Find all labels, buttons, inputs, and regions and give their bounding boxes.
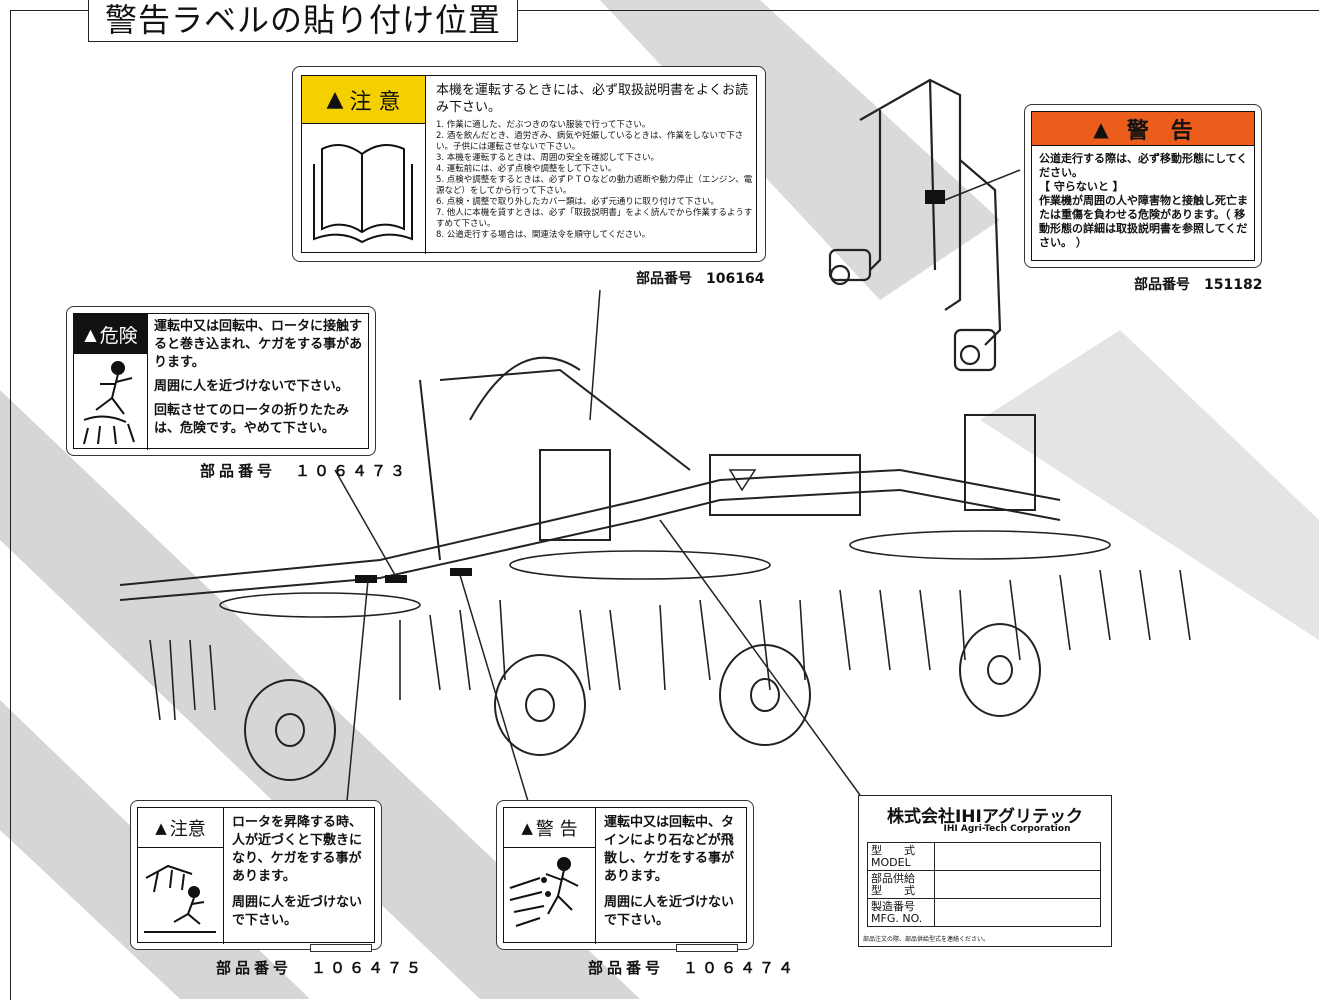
- nameplate-footer: 部品注文の際、部品供給型式を連絡ください。: [863, 936, 990, 943]
- danger-signal-word: 危険: [99, 324, 138, 347]
- nameplate-value-cell: [934, 898, 1101, 927]
- rotor-arms: [149, 530, 1191, 721]
- warning-triangle-icon: ▲: [326, 87, 344, 112]
- warning-text: 公道走行する際は、必ず移動形態にしてください。 【 守らないと 】 作業機が周囲…: [1039, 152, 1251, 250]
- warning-tine-text: 運転中又は回転中、タインにより石などが飛散し、ケガをする事があります。 周囲に人…: [604, 814, 744, 930]
- nameplate-company-en: IHI Agri-Tech Corporation: [943, 824, 1071, 834]
- flying-debris-icon: [509, 857, 579, 927]
- part-number-106474: 部品番号 １０６４７４: [588, 959, 798, 977]
- caution-lift-header: ▲ 注意: [138, 808, 224, 848]
- caution-item: 1. 作業に適した、だぶつきのない服装で行って下さい。: [436, 120, 651, 130]
- warning-triangle-icon: ▲: [155, 818, 167, 837]
- caution-manual-label: ▲ 注 意 本機を運転するときには、必ず取扱説明書をよくお読み下さい。 1. 作…: [292, 66, 766, 262]
- label-bottom-bar: [676, 944, 738, 952]
- caution-heading: 本機を運転するときには、必ず取扱説明書をよくお読み下さい。: [436, 83, 749, 115]
- warning-triangle-icon: ▲: [84, 324, 97, 344]
- open-book-icon: [313, 144, 413, 244]
- danger-para-2: 周囲に人を近づけないで下さい。: [154, 379, 349, 394]
- nameplate-row-label: 製造番号 MFG. NO.: [867, 898, 935, 927]
- warning-triangle-icon: ▲: [521, 818, 533, 837]
- warning-line: 公道走行する際は、必ず移動形態にしてください。: [1039, 152, 1248, 179]
- warning-tine-para-1: 運転中又は回転中、タインにより石などが飛散し、ケガをする事があります。: [604, 815, 735, 884]
- caution-item: 5. 点検や調整をするときは、必ずＰＴＯなどの動力遮断や動力停止（エンジン、電源…: [436, 175, 753, 196]
- page-frame: [10, 10, 1319, 1000]
- part-number-106475: 部品番号 １０６４７５: [216, 959, 426, 977]
- table-row: 部品供給 型 式: [867, 870, 1101, 899]
- part-number-151182: 部品番号 151182: [1134, 277, 1263, 293]
- warning-tine-para-2: 周囲に人を近づけないで下さい。: [604, 895, 735, 928]
- main-beam: [119, 356, 1061, 601]
- page-title: 警告ラベルの貼り付け位置: [88, 0, 519, 42]
- pointer-lines: [334, 169, 1021, 823]
- caution-header: ▲ 注 意: [302, 76, 426, 124]
- caution-item: 2. 酒を飲んだとき、過労ぎみ、病気や妊娠しているときは、作業をしないで下さい。…: [436, 131, 744, 152]
- warning-tine-signal-word: 警 告: [535, 818, 578, 840]
- danger-text: 運転中又は回転中、ロータに接触すると巻き込まれ、ケガをする事があります。 周囲に…: [154, 318, 366, 438]
- caution-item: 3. 本機を運転するときは、周囲の安全を確認して下さい。: [436, 153, 660, 163]
- label-bottom-bar: [310, 944, 372, 952]
- warning-tine-label: ▲ 警 告 運転中又は回転中、タインにより石などが飛散し、ケガをする事があります…: [496, 800, 754, 950]
- nameplate-company: 株式会社IHIアグリテック: [886, 807, 1084, 827]
- manual-book-pictogram: [302, 124, 426, 254]
- warning-signal-word: 警 告: [1126, 118, 1193, 144]
- rotor-entanglement-icon: [83, 361, 135, 445]
- warning-road-travel-label: ▲ 警 告 公道走行する際は、必ず移動形態にしてください。 【 守らないと 】 …: [1024, 104, 1262, 268]
- crush-pictogram: [138, 848, 224, 944]
- caution-item: 7. 他人に本機を貸すときは、必ず「取扱説明書」をよく読んでから作業するようすす…: [436, 208, 753, 229]
- caution-item: 4. 運転前には、必ず点検や調整をして下さい。: [436, 164, 617, 174]
- warning-tine-header: ▲ 警 告: [504, 808, 596, 848]
- warning-header: ▲ 警 告: [1032, 112, 1254, 146]
- caution-lift-signal-word: 注意: [169, 818, 206, 840]
- page-title-text: 警告ラベルの貼り付け位置: [105, 1, 502, 39]
- warning-line: 【 守らないと 】: [1039, 180, 1124, 193]
- caution-lift-para-2: 周囲に人を近づけないで下さい。: [232, 895, 363, 928]
- table-row: 製造番号 MFG. NO.: [867, 898, 1101, 927]
- nameplate-value-cell: [934, 842, 1101, 871]
- part-number-106164: 部品番号 106164: [636, 271, 765, 287]
- entanglement-pictogram: [74, 354, 148, 450]
- nameplate-row-label: 型 式 MODEL: [867, 842, 935, 871]
- caution-item: 8. 公道走行する場合は、関連法令を順守してください。: [436, 230, 651, 240]
- projectile-pictogram: [504, 848, 596, 944]
- danger-rotor-label: ▲ 危険 運転中又は回転中、ロータに接触すると巻き込まれ、ケガをする事があります…: [66, 306, 376, 456]
- danger-para-1: 運転中又は回転中、ロータに接触すると巻き込まれ、ケガをする事があります。: [154, 319, 363, 370]
- part-number-106473: 部品番号 １０６４７３: [200, 462, 410, 480]
- nameplate-table: 型 式 MODEL 部品供給 型 式 製造番号 MFG. NO.: [867, 842, 1101, 927]
- ihi-nameplate: 株式会社IHIアグリテック IHI Agri-Tech Corporation …: [858, 795, 1112, 947]
- nameplate-row-label: 部品供給 型 式: [867, 870, 935, 899]
- warning-line: 作業機が周囲の人や障害物と接触し死亡または重傷を負わせる危険があります。（ 移動…: [1039, 194, 1248, 249]
- warning-triangle-icon: ▲: [1093, 116, 1109, 141]
- hitch-frame: [828, 78, 1002, 372]
- table-row: 型 式 MODEL: [867, 842, 1101, 871]
- crush-hazard-icon: [144, 864, 216, 933]
- danger-para-3: 回転させてのロータの折りたたみは、危険です。やめて下さい。: [154, 403, 350, 436]
- danger-header: ▲ 危険: [74, 314, 148, 354]
- wheels: [244, 623, 1041, 781]
- caution-item-list: 1. 作業に適した、だぶつきのない服装で行って下さい。 2. 酒を飲んだとき、過…: [436, 120, 754, 241]
- caution-signal-word: 注 意: [349, 89, 401, 115]
- nameplate-value-cell: [934, 870, 1101, 899]
- caution-rotor-lift-label: ▲ 注意 ロータを昇降する時、人が近づくと下敷きになり、ケガをする事があります。…: [130, 800, 382, 950]
- caution-item: 6. 点検・調整で取り外したカバー類は、必ず元通りに取り付けて下さい。: [436, 197, 719, 207]
- caution-lift-text: ロータを昇降する時、人が近づくと下敷きになり、ケガをする事があります。 周囲に人…: [232, 814, 372, 930]
- caution-lift-para-1: ロータを昇降する時、人が近づくと下敷きになり、ケガをする事があります。: [232, 815, 363, 884]
